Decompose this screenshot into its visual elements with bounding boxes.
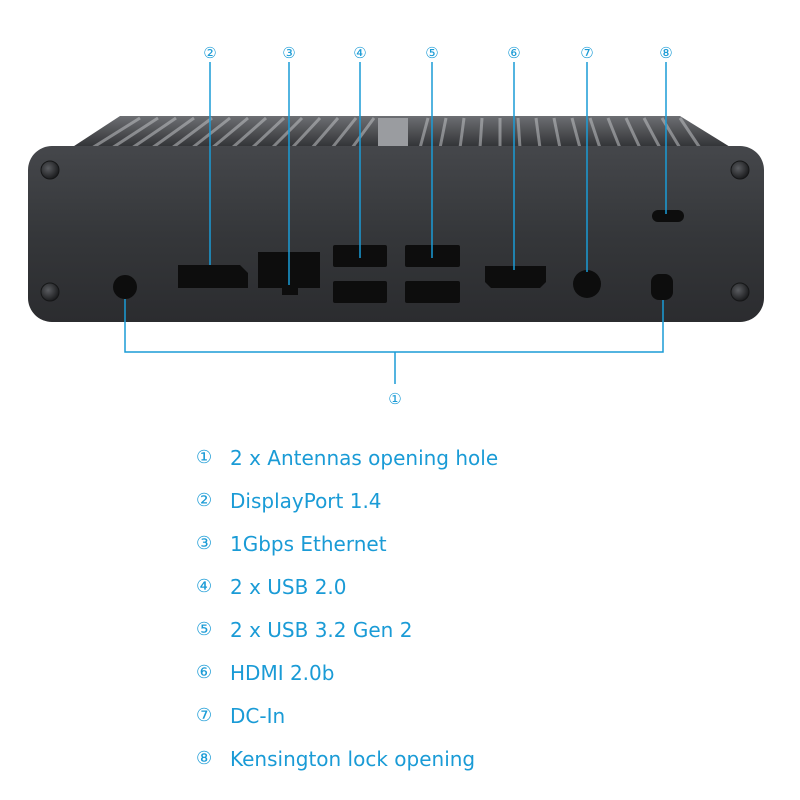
legend-text: DisplayPort 1.4 [230,488,382,513]
callout-2: ② [203,44,216,62]
callout-leader-lines [124,62,667,384]
callout-4: ④ [353,44,366,62]
callout-1: ① [388,390,401,408]
legend-number: ⑧ [196,748,213,769]
callout-7: ⑦ [580,44,593,62]
legend-text: 2 x USB 3.2 Gen 2 [230,617,413,642]
legend-number: ⑦ [196,705,213,726]
legend-text: 1Gbps Ethernet [230,531,387,556]
dc-in-jack [573,270,601,298]
legend-item: ③ 1Gbps Ethernet [196,522,756,565]
callout-numbers: ② ③ ④ ⑤ ⑥ ⑦ ⑧ ① [203,44,672,408]
legend-text: 2 x USB 2.0 [230,574,347,599]
corner-screws [40,160,750,302]
heatsink-fins [68,116,735,150]
callout-5: ⑤ [425,44,438,62]
legend-item: ⑦ DC-In [196,694,756,737]
legend-item: ⑧ Kensington lock opening [196,737,756,780]
legend-item: ② DisplayPort 1.4 [196,479,756,522]
legend-number: ② [196,490,213,511]
legend-number: ⑤ [196,619,213,640]
callout-8: ⑧ [659,44,672,62]
usb-3-port-bottom [405,281,460,303]
usb-2-port-bottom [333,281,387,303]
legend-text: HDMI 2.0b [230,660,335,685]
legend-number: ③ [196,533,213,554]
kensington-lock-slot [652,210,684,222]
legend-number: ① [196,447,213,468]
antenna-hole-left [113,275,137,299]
legend-item: ④ 2 x USB 2.0 [196,565,756,608]
legend-text: Kensington lock opening [230,746,476,771]
callout-6: ⑥ [507,44,520,62]
legend-item: ① 2 x Antennas opening hole [196,436,756,479]
legend-item: ⑤ 2 x USB 3.2 Gen 2 [196,608,756,651]
legend-number: ⑥ [196,662,213,683]
hdmi-port [485,266,546,288]
displayport [178,265,248,288]
legend-number: ④ [196,576,213,597]
antenna-hole-right [651,274,673,300]
legend-text: DC-In [230,703,286,728]
legend-item: ⑥ HDMI 2.0b [196,651,756,694]
device-rear-panel-diagram: ② ③ ④ ⑤ ⑥ ⑦ ⑧ ① [28,44,764,408]
callout-3: ③ [282,44,295,62]
port-legend: ① 2 x Antennas opening hole ② DisplayPor… [196,436,756,780]
legend-text: 2 x Antennas opening hole [230,445,499,470]
